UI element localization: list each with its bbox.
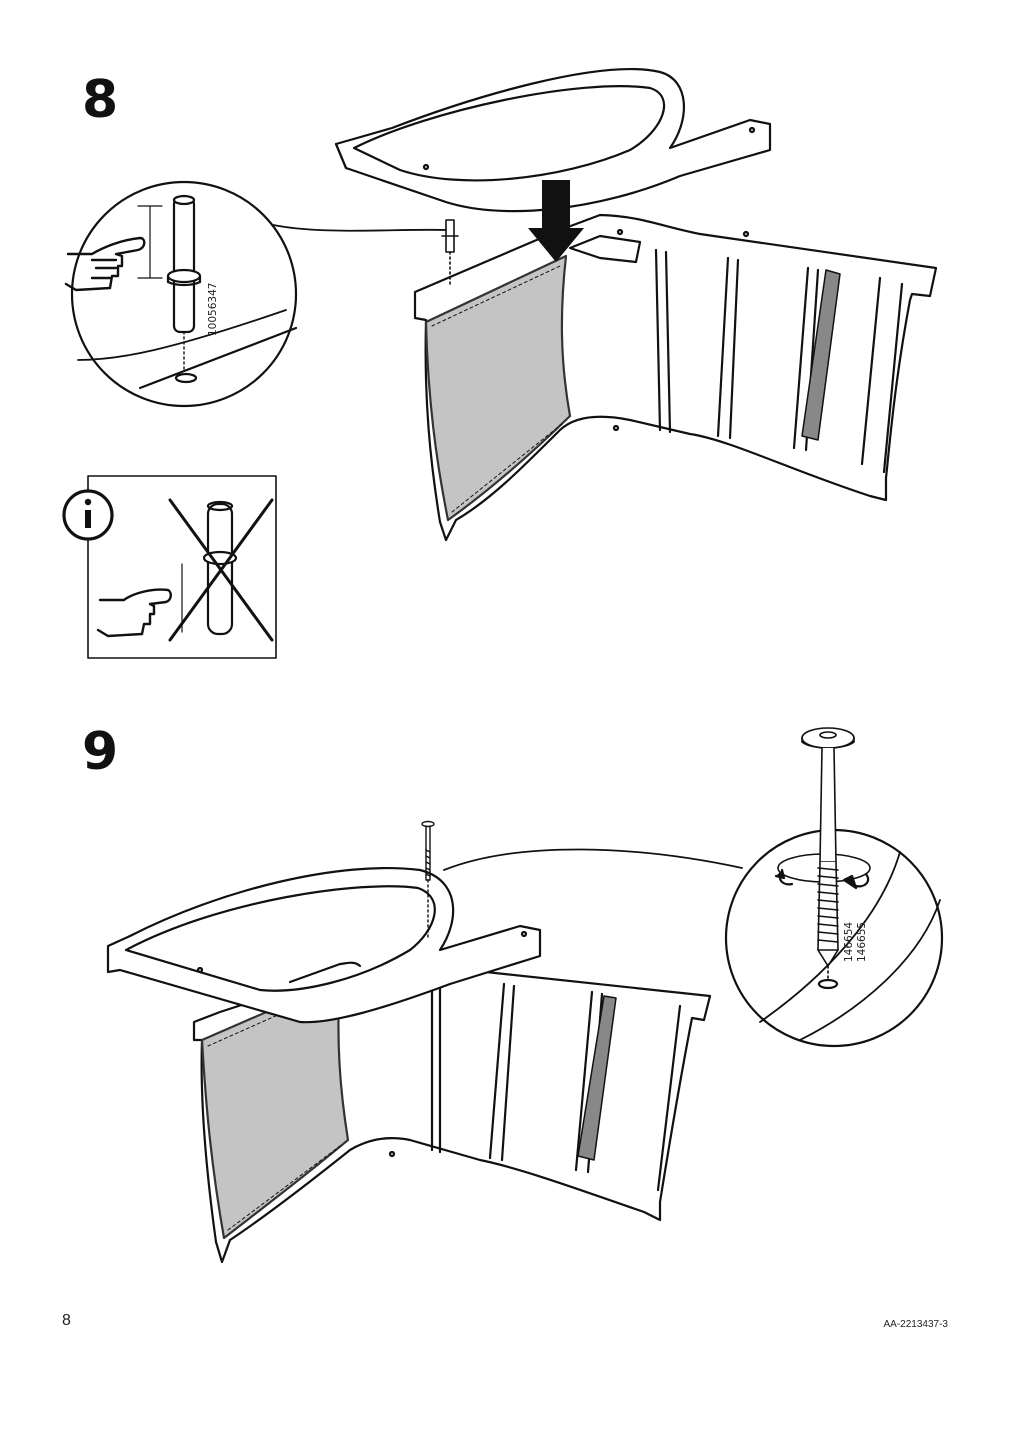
step-9-part-number-1: 146654	[843, 922, 855, 962]
step-8-part-number: 10056347	[207, 283, 219, 336]
bolt-small	[421, 820, 435, 941]
document-code: AA-2213437-3	[883, 1319, 949, 1330]
pointing-hand-icon	[64, 236, 146, 292]
dowel-small	[441, 219, 459, 285]
dowel-detail-callout	[70, 180, 447, 408]
step-8-number: 8	[82, 70, 119, 130]
info-warning-box	[62, 475, 277, 659]
step-8-chair-frame	[334, 68, 938, 542]
bolt-large	[801, 727, 855, 981]
step-9-number: 9	[82, 722, 119, 782]
down-arrow-icon	[528, 180, 584, 262]
page-number: 8	[62, 1312, 71, 1329]
step-9-chair-frame	[106, 867, 712, 1264]
step-9-part-number-2: 146655	[856, 922, 868, 962]
